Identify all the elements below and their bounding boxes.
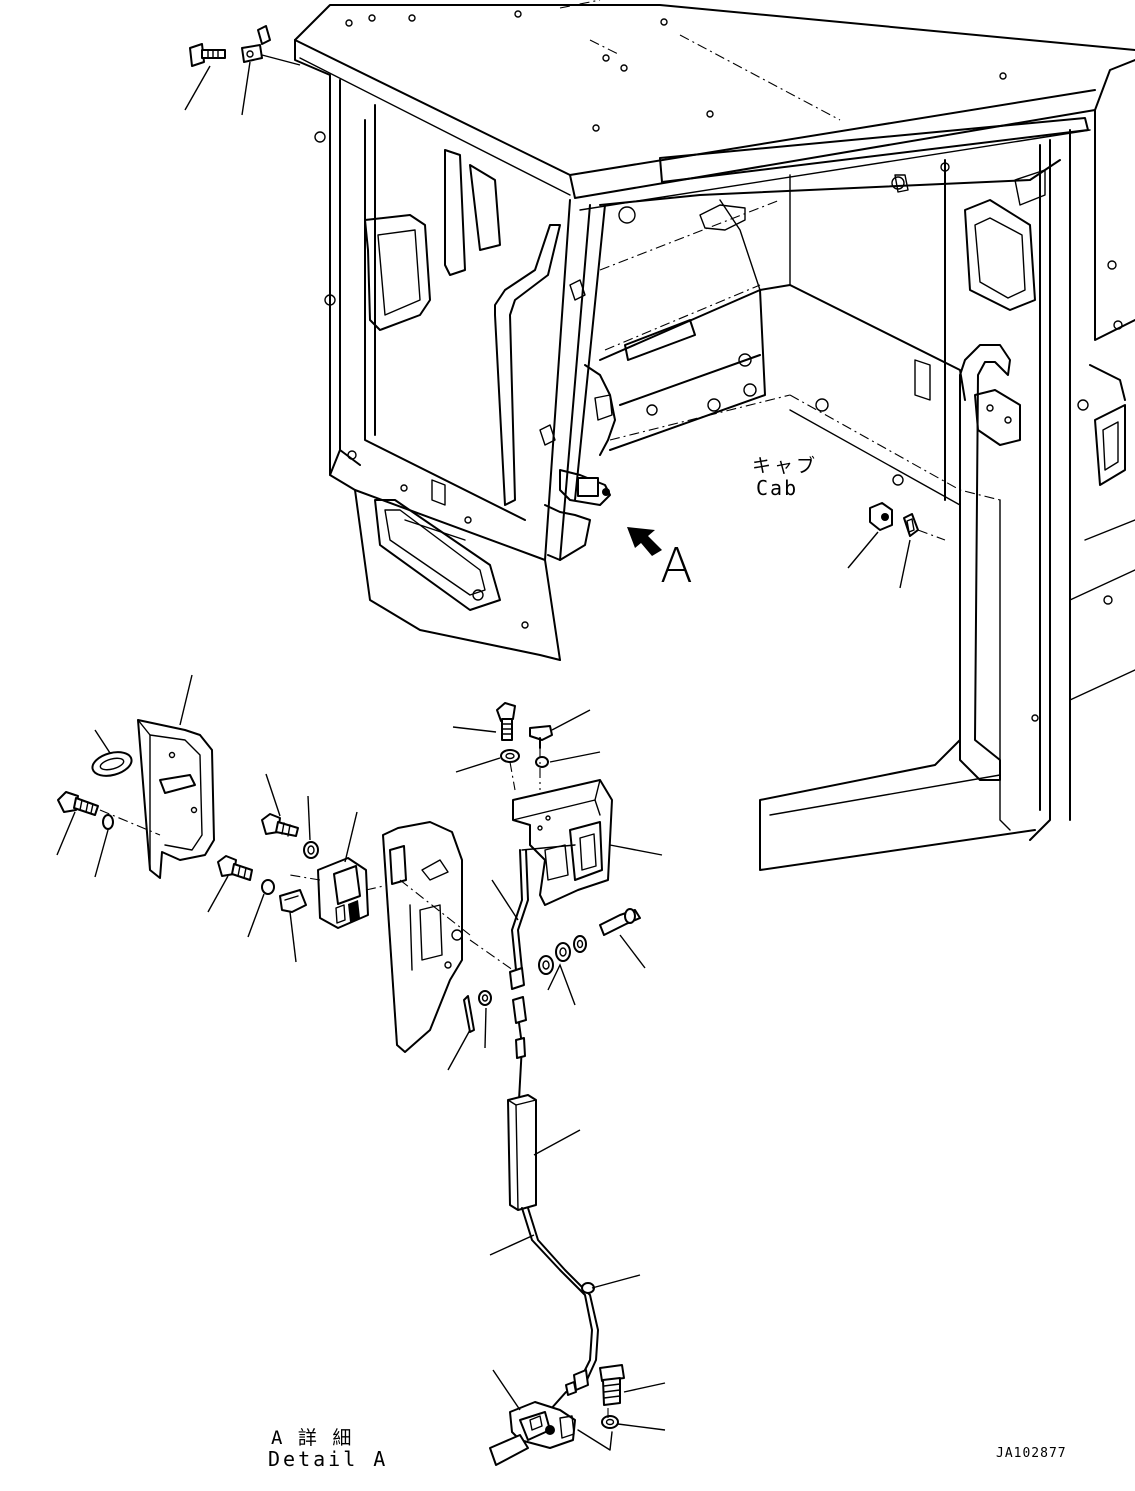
detail-a-exploded-view xyxy=(56,674,666,1466)
view-arrow xyxy=(627,527,662,556)
cab-label-jp: キャブ xyxy=(752,455,819,477)
top-bolt-assembly xyxy=(184,25,301,116)
view-a-label: A xyxy=(660,538,693,594)
drawing-code: JA102877 xyxy=(996,1446,1067,1461)
grommet-parts xyxy=(847,502,946,589)
cab-label-en: Cab xyxy=(756,476,799,500)
cab-frame xyxy=(294,0,1135,871)
detail-a-title-jp: A 詳 細 xyxy=(271,1427,354,1449)
detail-a-title-en: Detail A xyxy=(268,1447,389,1471)
